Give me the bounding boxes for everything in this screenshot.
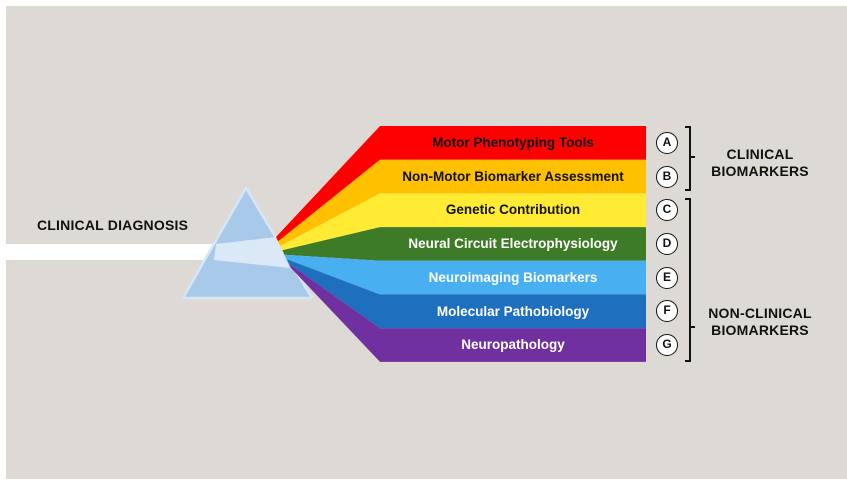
- band-label-neuropathology: Neuropathology: [461, 337, 565, 353]
- nonclinical-label-line2: BIOMARKERS: [711, 322, 809, 338]
- band-label-genetic-contribution: Genetic Contribution: [445, 202, 581, 218]
- spectrum-band-g: [288, 263, 646, 362]
- band-label-motor-phenotyping: Motor Phenotyping Tools: [432, 135, 594, 150]
- clinical-label-line2: BIOMARKERS: [711, 163, 809, 179]
- clinical-diagnosis-label: CLINICAL DIAGNOSIS: [37, 217, 189, 233]
- band-label-non-motor-assessment: Non-Motor Biomarker Assessment: [402, 168, 624, 184]
- spectrum-band-b: [278, 159, 646, 246]
- spectrum-band-f: [286, 259, 646, 329]
- incoming-light-beam: [6, 244, 218, 260]
- nonclinical-biomarkers-label: NON-CLINICAL BIOMARKERS: [690, 305, 830, 339]
- letter-badge-d: D: [656, 232, 678, 255]
- spectrum-band-d: [282, 227, 646, 261]
- band-label-neuroimaging: Neuroimaging Biomarkers: [428, 269, 598, 285]
- spectrum-band-c: [280, 193, 646, 251]
- letter-badge-f: F: [656, 300, 678, 323]
- band-label-neural-circuit: Neural Circuit Electrophysiology: [408, 236, 618, 252]
- clinical-label-line1: CLINICAL: [726, 146, 794, 162]
- letter-badge-c: C: [656, 199, 678, 222]
- letter-badge-e: E: [656, 266, 678, 289]
- clinical-biomarkers-label: CLINICAL BIOMARKERS: [690, 146, 830, 180]
- letter-badge-b: B: [656, 165, 678, 188]
- prism-internal-beam: [214, 237, 290, 268]
- spectrum-fan: [276, 126, 646, 362]
- spectrum-band-a: [276, 126, 646, 242]
- letter-badge-a: A: [656, 131, 678, 154]
- nonclinical-bracket: [685, 198, 695, 362]
- nonclinical-label-line1: NON-CLINICAL: [708, 305, 812, 321]
- band-label-molecular-pathobiology: Molecular Pathobiology: [436, 303, 590, 319]
- spectrum-band-e: [284, 254, 646, 295]
- letter-badge-g: G: [656, 334, 678, 357]
- clinical-bracket: [685, 126, 695, 191]
